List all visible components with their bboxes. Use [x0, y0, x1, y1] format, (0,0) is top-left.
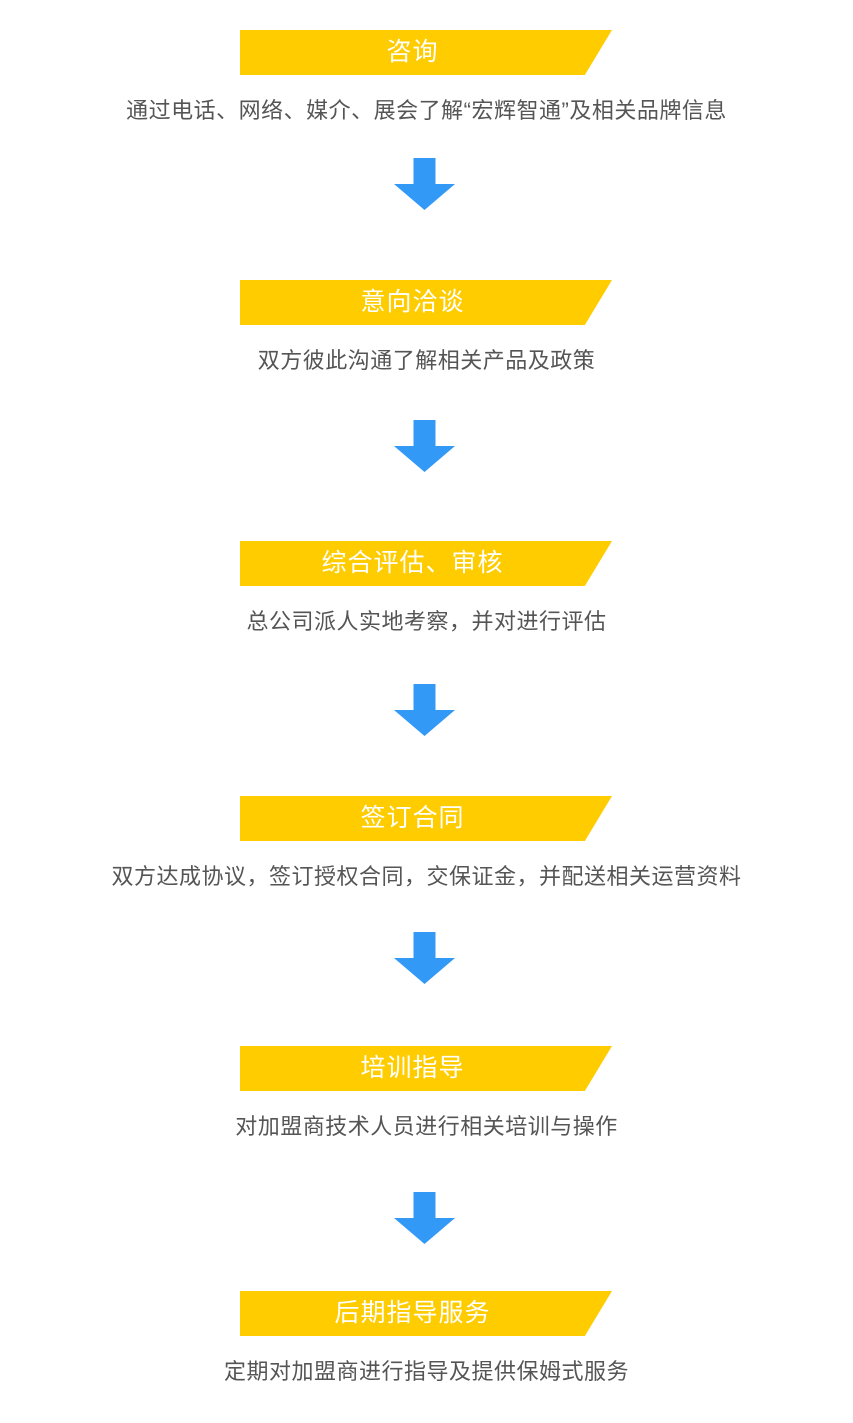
step-banner-5: 培训指导	[240, 1046, 612, 1091]
arrow-down-icon	[394, 684, 455, 736]
step-description-5: 对加盟商技术人员进行相关培训与操作	[235, 1114, 618, 1139]
step-description-2: 双方彼此沟通了解相关产品及政策	[257, 348, 596, 373]
step-title-5: 培训指导	[360, 1054, 465, 1082]
step-title-2: 意向洽谈	[360, 288, 465, 316]
arrow-down-icon	[394, 1192, 455, 1244]
step-banner-1: 咨询	[240, 30, 612, 75]
step-description-1: 通过电话、网络、媒介、展会了解“宏辉智通”及相关品牌信息	[126, 98, 727, 123]
step-title-3: 综合评估、审核	[321, 549, 504, 577]
step-description-3: 总公司派人实地考察，并对进行评估	[246, 609, 607, 634]
arrow-down-icon	[394, 158, 455, 210]
step-banner-3: 综合评估、审核	[240, 541, 612, 586]
step-description-6: 定期对加盟商进行指导及提供保姆式服务	[223, 1359, 629, 1384]
step-banner-2: 意向洽谈	[240, 280, 612, 325]
arrow-down-icon	[394, 420, 455, 472]
step-banner-6: 后期指导服务	[240, 1291, 612, 1336]
step-title-1: 咨询	[386, 38, 439, 66]
step-banner-4: 签订合同	[240, 796, 612, 841]
step-title-6: 后期指导服务	[334, 1299, 491, 1327]
arrow-down-icon	[394, 932, 455, 984]
step-title-4: 签订合同	[360, 804, 465, 832]
step-description-4: 双方达成协议，签订授权合同，交保证金，并配送相关运营资料	[111, 864, 742, 889]
